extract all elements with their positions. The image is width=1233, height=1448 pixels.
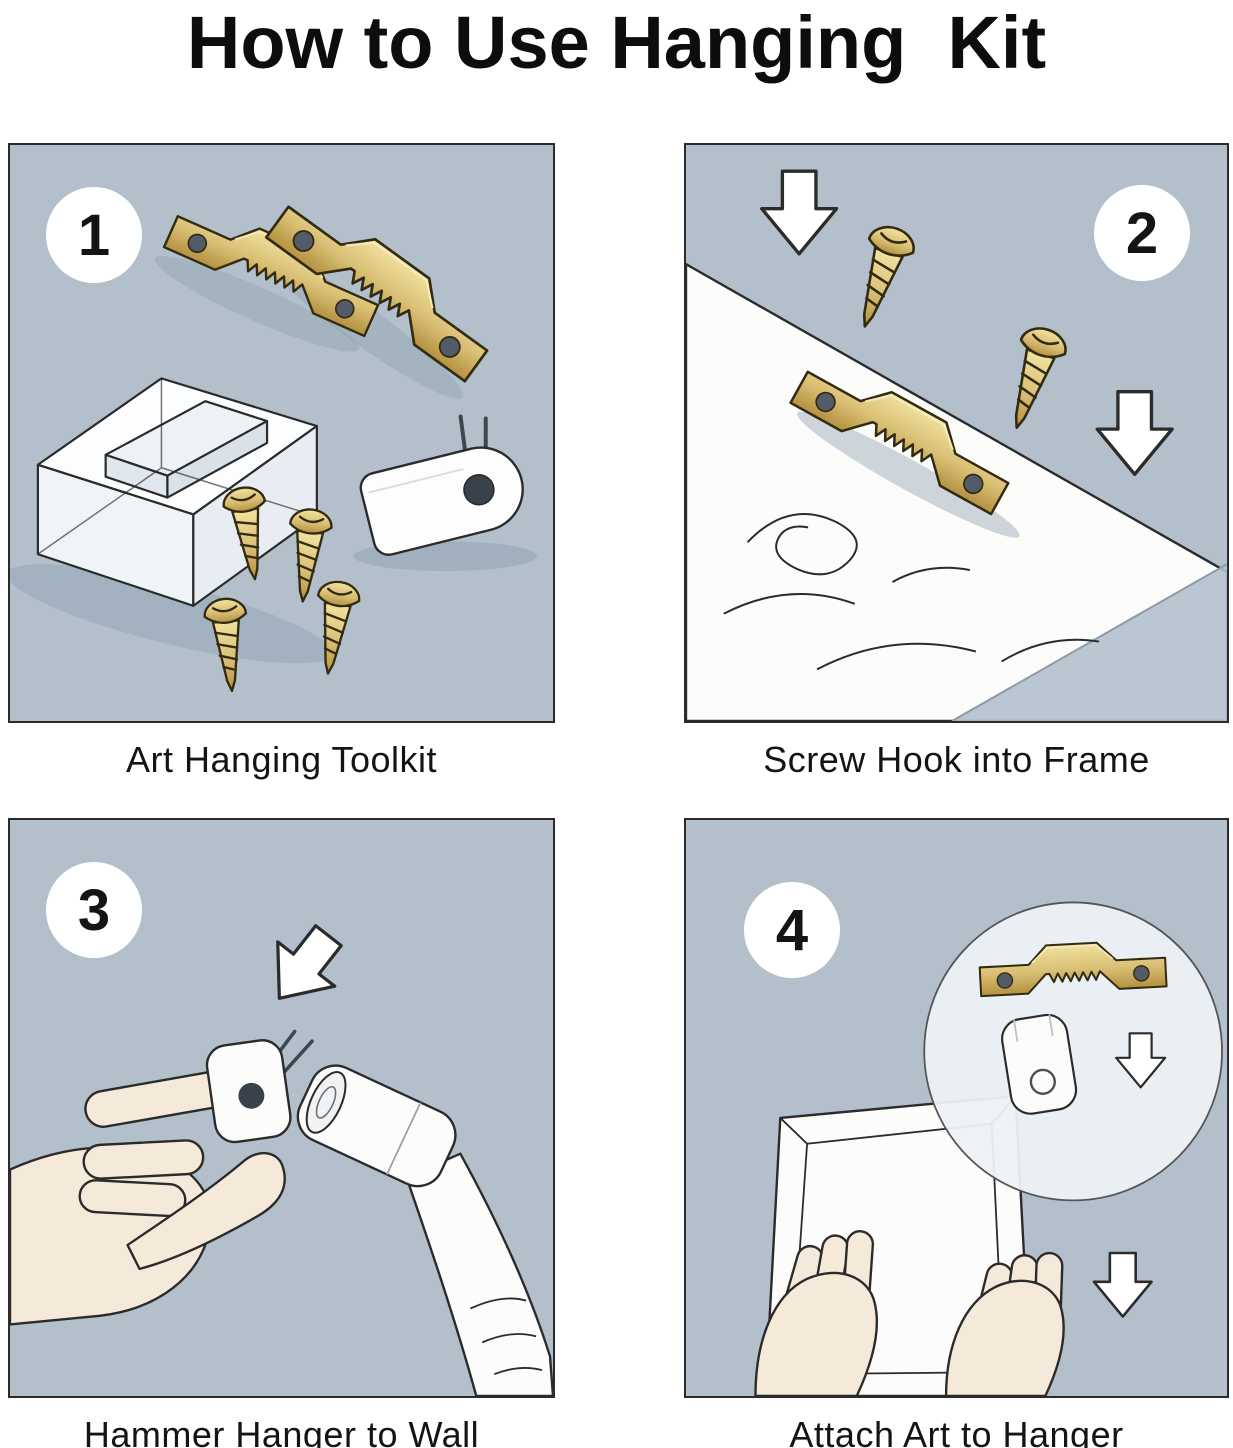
down-arrow-icon: [1092, 1251, 1153, 1318]
step-panel-4: 4 Attach Art to Hanger: [684, 818, 1229, 1448]
down-arrow-icon: [760, 169, 839, 256]
hammer: [296, 1064, 553, 1396]
step-number-badge: 4: [744, 882, 840, 978]
step-2-illustration: [686, 169, 1227, 721]
step-number: 4: [775, 897, 809, 963]
step-caption: Screw Hook into Frame: [763, 739, 1150, 780]
step-number: 3: [77, 877, 111, 943]
step-panel-2: 2 Screw Hook into Frame: [684, 143, 1229, 781]
right-hand: [944, 1251, 1065, 1396]
step-1-canvas: 1: [8, 143, 555, 723]
step-caption: Attach Art to Hanger: [789, 1414, 1124, 1448]
step-number-badge: 3: [46, 862, 142, 958]
page-title: How to Use Hanging Kit: [186, 1, 1047, 84]
step-3-illustration: [10, 911, 553, 1396]
left-hand: [754, 1230, 879, 1396]
wood-grain: [723, 512, 1100, 671]
screw: [841, 220, 920, 335]
step-caption: Hammer Hanger to Wall: [83, 1414, 480, 1448]
shadow: [10, 564, 332, 664]
step-1-illustration: [10, 185, 538, 694]
step-caption: Art Hanging Toolkit: [126, 739, 437, 780]
screw: [993, 321, 1072, 437]
thumb: [126, 1152, 286, 1271]
step-panel-3: 3 Hammer Hanger to Wall: [8, 818, 555, 1448]
step-4-canvas: 4: [684, 818, 1229, 1398]
step-panel-1: 1 Art Hanging Toolkit: [8, 143, 555, 781]
step-4-illustration: [754, 901, 1223, 1396]
shadow: [154, 256, 360, 352]
plastic-hanger-hook: [1001, 1013, 1078, 1115]
plastic-hanger-hook: [359, 414, 524, 556]
step-3-canvas: 3: [8, 818, 555, 1398]
step-number: 2: [1125, 200, 1159, 266]
step-number: 1: [77, 202, 111, 268]
shadow: [796, 411, 1020, 538]
step-2-canvas: 2: [684, 143, 1229, 723]
wall-hanger-piece: [205, 1029, 314, 1144]
step-number-badge: 2: [1094, 185, 1190, 281]
down-left-arrow-icon: [249, 911, 359, 1023]
down-arrow-icon: [1095, 390, 1174, 476]
step-number-badge: 1: [46, 187, 142, 283]
